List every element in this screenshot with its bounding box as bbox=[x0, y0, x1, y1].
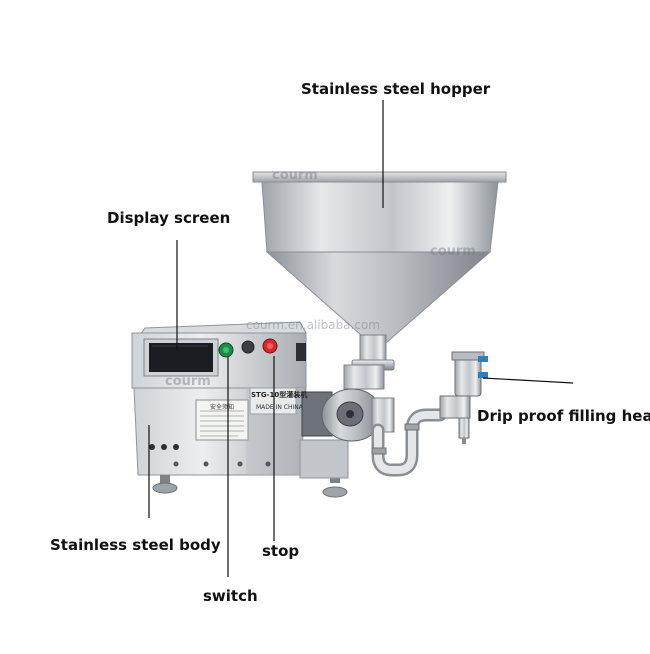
watermark-brand: courm bbox=[430, 244, 476, 259]
label-switch: switch bbox=[203, 587, 258, 605]
watermark-brand: courm bbox=[272, 168, 318, 183]
filling-head-leader bbox=[482, 377, 574, 384]
label-display-screen: Display screen bbox=[107, 209, 231, 227]
filling-head bbox=[439, 351, 488, 444]
model-plate-text: STG-10型灌装机 bbox=[251, 391, 308, 399]
label-filling-head: Drip proof filling head bbox=[477, 407, 650, 425]
label-stop: stop bbox=[262, 542, 300, 560]
safety-plate-title: 安全须知 bbox=[210, 404, 235, 411]
leader-lines bbox=[148, 100, 574, 577]
label-body: Stainless steel body bbox=[50, 536, 221, 554]
made-in-text: MADE IN CHINA bbox=[256, 404, 303, 411]
watermark-domain: courm.en.alibaba.com bbox=[246, 318, 380, 332]
discharge-pipe bbox=[371, 408, 447, 477]
machine-body bbox=[133, 387, 349, 498]
watermark-brand: courm bbox=[165, 374, 211, 389]
label-hopper: Stainless steel hopper bbox=[301, 80, 491, 98]
display-screen bbox=[149, 343, 213, 372]
control-box bbox=[131, 321, 307, 389]
pump bbox=[301, 364, 395, 442]
